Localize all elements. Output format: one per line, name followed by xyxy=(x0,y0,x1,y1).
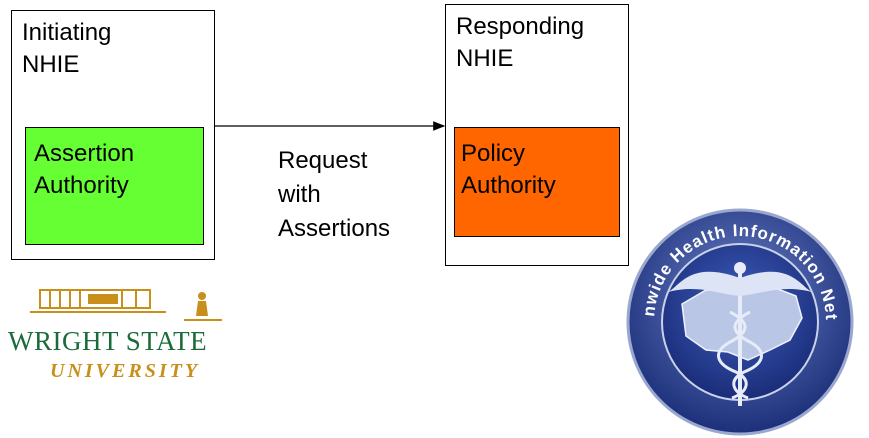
assertion-authority-box: Assertion Authority xyxy=(25,127,204,245)
initiating-nhie-box: Initiating NHIE Assertion Authority xyxy=(11,10,215,260)
initiating-nhie-title: Initiating NHIE xyxy=(22,19,112,78)
nhin-logo: Nationwide Health Information Network xyxy=(620,200,854,436)
responding-nhie-box: Responding NHIE Policy Authority xyxy=(445,4,629,266)
policy-authority-box: Policy Authority xyxy=(454,127,620,237)
wright-flyer-icon xyxy=(30,289,222,321)
request-label: Request with Assertions xyxy=(278,147,391,242)
wright-state-name: WRIGHT STATE xyxy=(8,326,208,356)
caduceus-us-map-icon xyxy=(668,262,812,406)
wright-state-subname: UNIVERSITY xyxy=(50,360,201,382)
wright-state-logo: WRIGHT STATE UNIVERSITY xyxy=(8,282,228,392)
responding-nhie-title: Responding NHIE xyxy=(456,13,585,72)
policy-authority-label: Policy Authority xyxy=(461,140,556,199)
assertion-authority-label: Assertion Authority xyxy=(34,140,135,199)
